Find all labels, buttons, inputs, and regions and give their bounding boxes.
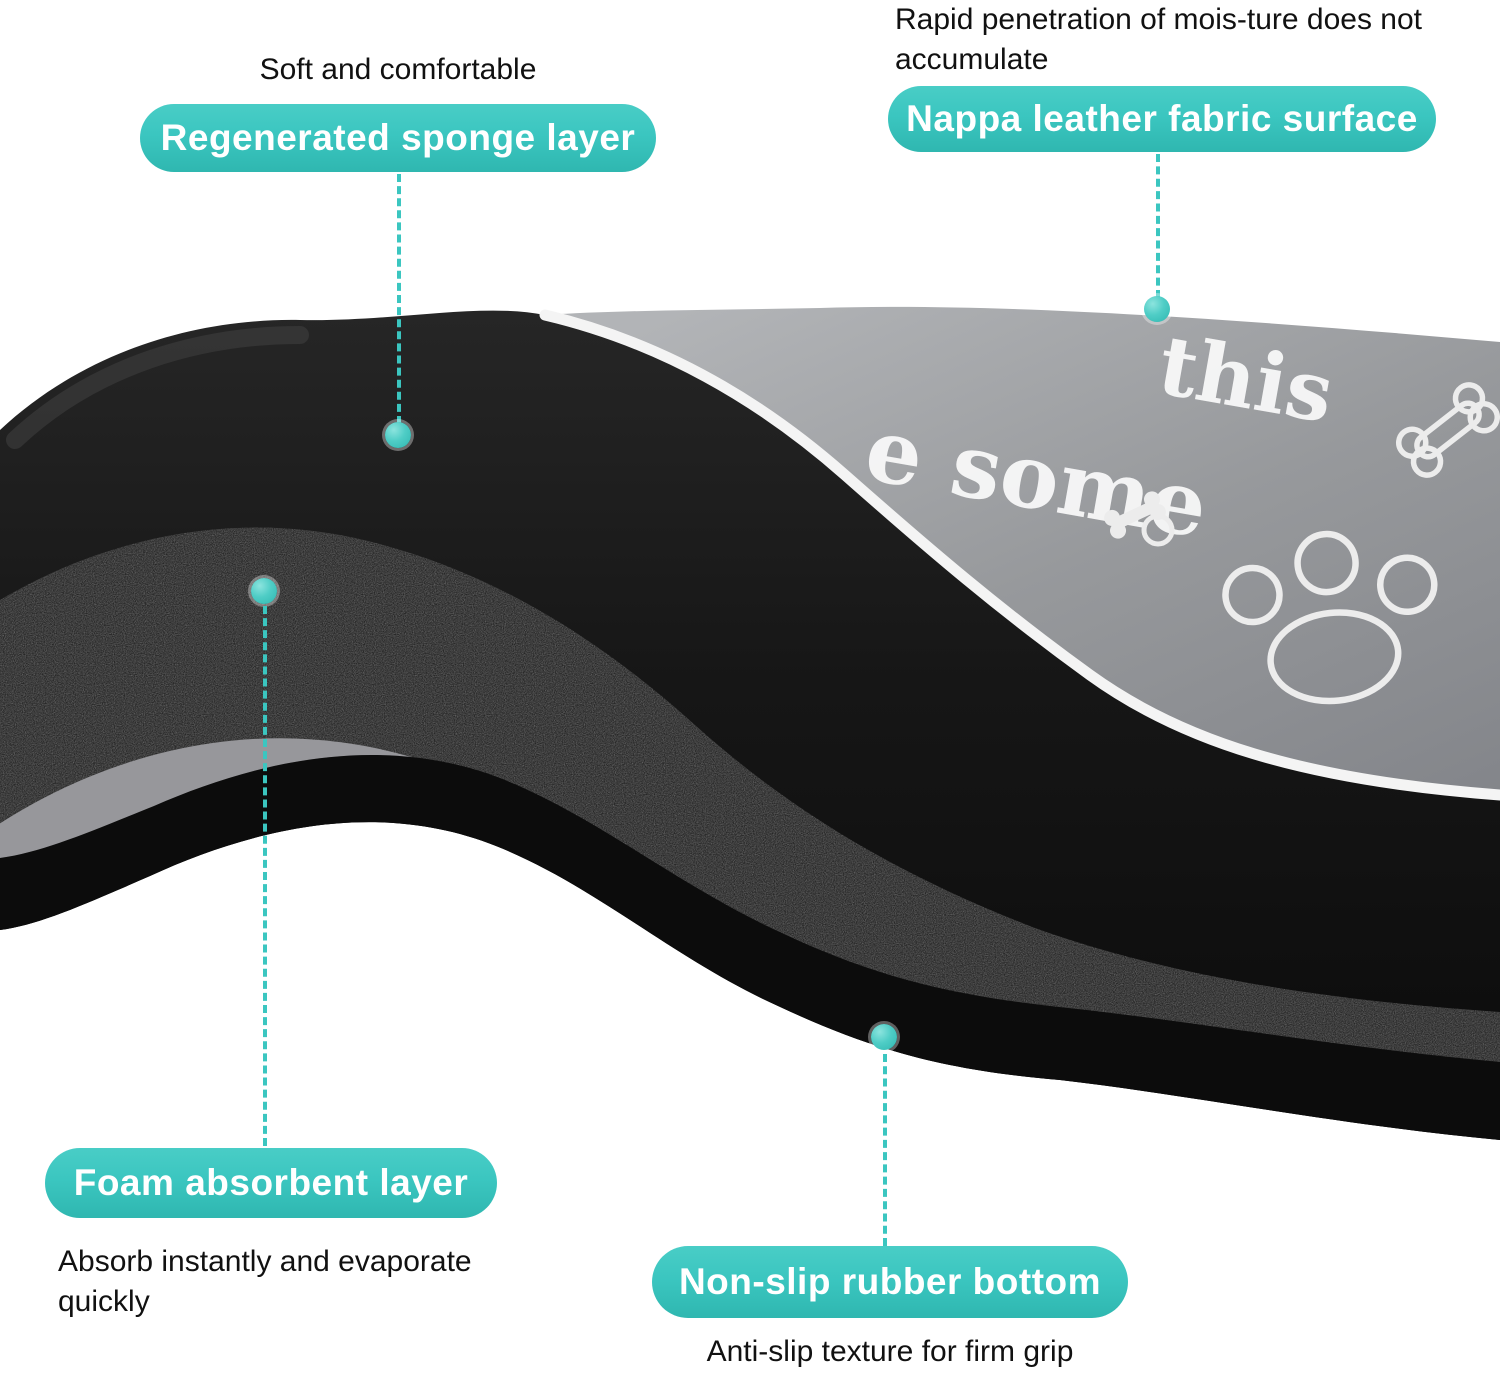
sponge-connector-line <box>397 174 401 424</box>
sponge-label-pill: Regenerated sponge layer <box>140 104 656 172</box>
foam-anchor-dot <box>251 578 277 604</box>
foam-note: Absorb instantly and evaporate quickly <box>58 1245 472 1318</box>
foam-connector-line <box>263 606 267 1146</box>
sponge-anchor-dot <box>385 422 411 448</box>
rubber-label-pill: Non-slip rubber bottom <box>652 1246 1128 1318</box>
mat-illustration: this e some <box>0 306 1500 1140</box>
nappa-note: Rapid penetration of mois-ture does not … <box>895 3 1422 76</box>
nappa-connector-line <box>1156 154 1160 298</box>
rubber-connector-line <box>883 1054 887 1246</box>
nappa-label-pill: Nappa leather fabric surface <box>888 86 1436 152</box>
surface-white-edge <box>539 309 1500 801</box>
sponge-note: Soft and comfortable <box>259 53 537 86</box>
foam-label-pill: Foam absorbent layer <box>45 1148 497 1218</box>
sponge-layer-shape <box>0 310 1500 1140</box>
bone-icon <box>1395 382 1500 478</box>
nappa-anchor-dot <box>1144 296 1170 322</box>
mat-top-surface <box>545 306 1500 795</box>
small-circle-print <box>1141 513 1175 547</box>
sponge-highlight <box>6 326 309 449</box>
rubber-anchor-dot <box>871 1024 897 1050</box>
paw-print-icon <box>1222 530 1438 705</box>
rubber-note: Anti-slip texture for firm grip <box>706 1335 1074 1368</box>
